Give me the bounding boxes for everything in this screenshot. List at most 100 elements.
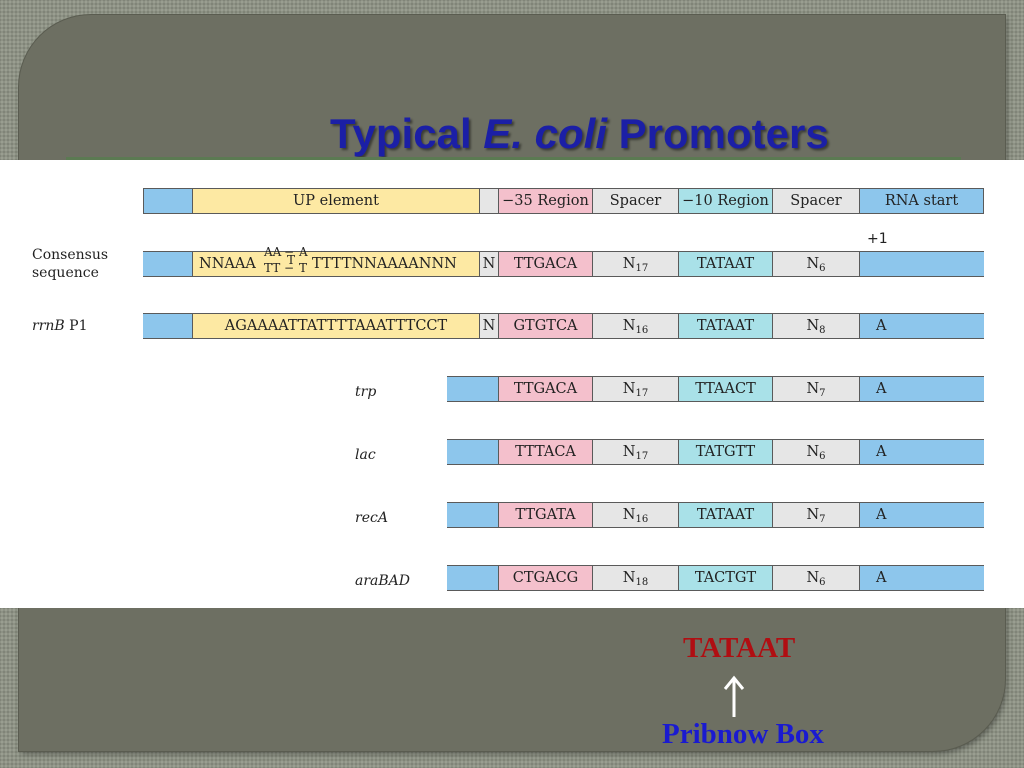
promoter-spacer1: N16 — [592, 502, 678, 528]
rrnb-n: N — [479, 313, 498, 339]
promoter-spacer1: N17 — [592, 376, 678, 402]
consensus-spacer2-sub: 6 — [819, 263, 826, 274]
rrnb-start: A — [859, 313, 984, 339]
consensus-label-line1: Consensus — [32, 247, 109, 263]
spacer1-sub: 16 — [635, 514, 649, 525]
consensus-up-prefix: NNAAA — [199, 256, 256, 272]
spacer2-base: N — [806, 381, 820, 397]
consensus-flank — [143, 251, 192, 277]
header-minus10: −10 Region — [678, 188, 772, 214]
rrnb-label-italic: rrnB — [32, 318, 65, 334]
spacer2-base: N — [806, 444, 820, 460]
consensus-minus35: TTGACA — [498, 251, 592, 277]
pribnow-box-label: Pribnow Box — [662, 718, 824, 750]
consensus-up-dash2: − — [284, 261, 295, 275]
rrnb-spacer2-base: N — [806, 318, 820, 334]
promoter-spacer2: N7 — [772, 502, 859, 528]
consensus-n: N — [479, 251, 498, 277]
promoter-spacer2: N7 — [772, 376, 859, 402]
consensus-up-suffix: TTTTNNAAAANNN — [312, 256, 457, 272]
consensus-up-bot2: T — [299, 261, 308, 275]
rrnb-flank — [143, 313, 192, 339]
consensus-label: Consensus sequence — [32, 246, 108, 282]
slide-title: Typical E. coli Promoters — [330, 110, 950, 158]
promoter-flank — [447, 376, 498, 402]
promoter-spacer1: N18 — [592, 565, 678, 591]
header-rna-start: RNA start — [859, 188, 984, 214]
spacer2-sub: 7 — [819, 514, 826, 525]
title-part2: Promoters — [606, 110, 829, 157]
promoter-minus35: CTGACG — [498, 565, 592, 591]
promoter-start: A — [859, 439, 984, 465]
consensus-up: NNAAA AA TT − − T A T TTTTNNAAAANNN — [192, 246, 479, 277]
rrnb-label: rrnB P1 — [32, 317, 87, 335]
consensus-spacer2: N6 — [772, 251, 859, 277]
header-flank — [143, 188, 192, 214]
spacer1-sub: 18 — [635, 577, 649, 588]
promoter-start: A — [859, 502, 984, 528]
consensus-spacer1: N17 — [592, 251, 678, 277]
spacer1-base: N — [622, 507, 636, 523]
title-italic: E. coli — [483, 110, 607, 157]
promoter-name: recA — [355, 510, 388, 526]
promoter-start: A — [859, 376, 984, 402]
spacer2-base: N — [806, 507, 820, 523]
promoter-minus35: TTTACA — [498, 439, 592, 465]
title-part1: Typical — [330, 110, 484, 157]
promoter-spacer1: N17 — [592, 439, 678, 465]
spacer2-sub: 6 — [819, 577, 826, 588]
header-spacer1: Spacer — [592, 188, 678, 214]
promoter-name: lac — [355, 447, 376, 463]
promoter-minus10: TTAACT — [678, 376, 772, 402]
promoter-minus10: TATGTT — [678, 439, 772, 465]
promoter-figure: UP element −35 Region Spacer −10 Region … — [0, 160, 1024, 608]
promoter-minus10: TATAAT — [678, 502, 772, 528]
rrnb-minus35: GTGTCA — [498, 313, 592, 339]
rrnb-spacer1-sub: 16 — [635, 325, 649, 336]
consensus-spacer1-base: N — [622, 256, 636, 272]
consensus-minus10: TATAAT — [678, 251, 772, 277]
promoter-spacer2: N6 — [772, 439, 859, 465]
up-arrow-icon — [723, 675, 745, 717]
consensus-up-dash1: − — [284, 245, 295, 259]
spacer2-sub: 7 — [819, 388, 826, 399]
consensus-spacer2-base: N — [806, 256, 820, 272]
consensus-up-top2: A — [299, 245, 308, 259]
promoter-spacer2: N6 — [772, 565, 859, 591]
spacer1-base: N — [622, 444, 636, 460]
promoter-minus10: TACTGT — [678, 565, 772, 591]
spacer1-sub: 17 — [635, 388, 649, 399]
rrnb-label-rest: P1 — [64, 318, 88, 334]
header-spacer2: Spacer — [772, 188, 859, 214]
consensus-up-top1: AA — [264, 245, 282, 259]
consensus-up-mid1: T — [287, 253, 296, 267]
promoter-start: A — [859, 565, 984, 591]
promoter-minus35: TTGACA — [498, 376, 592, 402]
title-rule — [66, 157, 961, 160]
spacer2-base: N — [806, 570, 820, 586]
promoter-name: araBAD — [355, 573, 411, 589]
rrnb-spacer1: N16 — [592, 313, 678, 339]
promoter-minus35: TTGATA — [498, 502, 592, 528]
promoter-flank — [447, 565, 498, 591]
rrnb-up: AGAAAATTATTTTAAATTTCCT — [192, 313, 479, 339]
plus-one-label: +1 — [867, 231, 888, 247]
promoter-flank — [447, 502, 498, 528]
header-up-element: UP element — [192, 188, 479, 214]
consensus-spacer1-sub: 17 — [635, 263, 649, 274]
rrnb-minus10: TATAAT — [678, 313, 772, 339]
consensus-up-bot1: TT — [264, 261, 281, 275]
consensus-label-line2: sequence — [32, 265, 99, 281]
spacer1-base: N — [622, 570, 636, 586]
rrnb-spacer1-base: N — [622, 318, 636, 334]
header-n-gap — [479, 188, 498, 214]
header-minus35: −35 Region — [498, 188, 592, 214]
consensus-start — [859, 251, 984, 277]
promoter-flank — [447, 439, 498, 465]
rrnb-spacer2: N8 — [772, 313, 859, 339]
spacer1-sub: 17 — [635, 451, 649, 462]
promoter-name: trp — [355, 384, 377, 400]
spacer2-sub: 6 — [819, 451, 826, 462]
spacer1-base: N — [622, 381, 636, 397]
tataat-label: TATAAT — [683, 632, 796, 664]
